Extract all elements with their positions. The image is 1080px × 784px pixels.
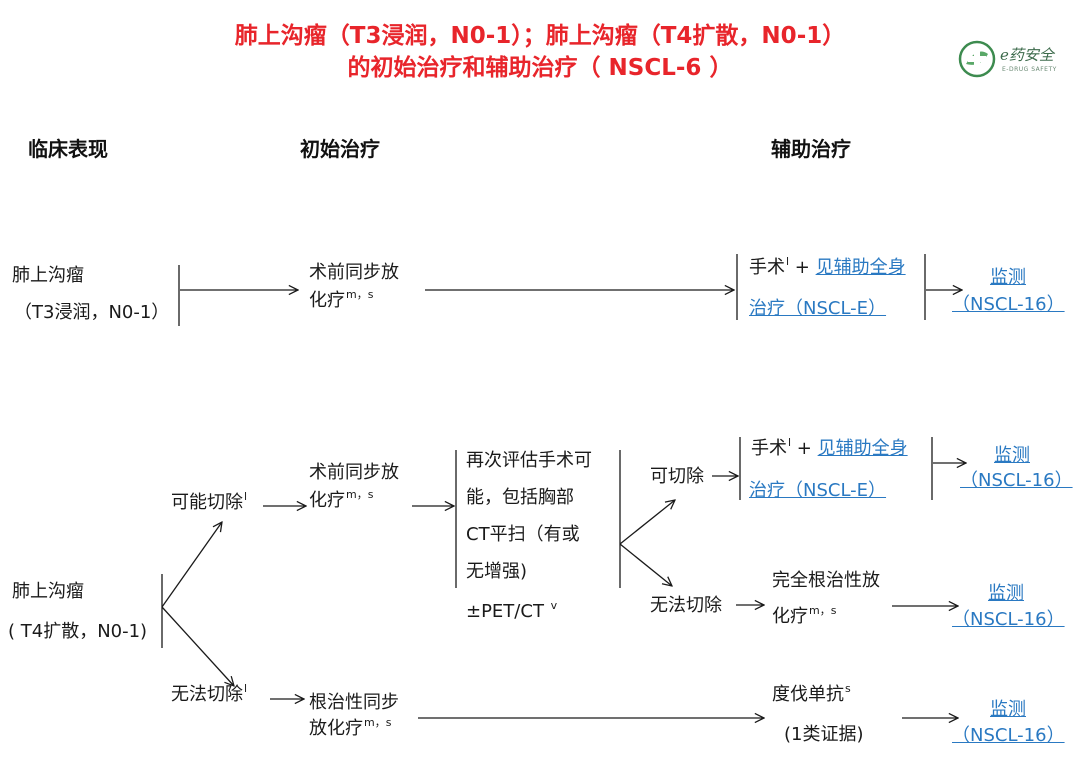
row1-monitor-link[interactable]: 监测 (990, 267, 1026, 288)
reeval-line3: CT平扫（有或 (466, 524, 580, 545)
can-resect-label: 可切除 (650, 466, 704, 487)
definitive-chemorad-line2: 放化疗m，s (309, 716, 392, 739)
cross-leaf-icon (958, 40, 996, 78)
row2-monitor1-link[interactable]: 监测 (994, 445, 1030, 466)
unresectable-label: 无法切除l (171, 682, 248, 705)
logo: e药安全 E-DRUG SAFETY (958, 40, 1070, 82)
row1-initial-line2: 化疗m，s (309, 288, 374, 311)
reeval-line5: ±PET/CT v (466, 599, 558, 622)
arrow-can-resect (619, 500, 675, 545)
row1-link-adjuvant-b[interactable]: 治疗（NSCL-E） (749, 298, 887, 319)
row1-initial-line1: 术前同步放 (309, 262, 399, 283)
row2-presentation-line2: ( T4扩散，N0-1) (8, 621, 148, 642)
row1-presentation-line2: （T3浸润，N0-1） (14, 302, 170, 323)
row2-presentation-line1: 肺上沟瘤 (12, 581, 84, 602)
definitive-chemorad-line1: 根治性同步 (309, 692, 399, 713)
row2-surgery-line: 手术l + 见辅助全身 (751, 436, 908, 459)
reeval-line4: 无增强) (466, 561, 528, 582)
row1-presentation-line1: 肺上沟瘤 (12, 265, 84, 286)
row2-initial-line2: 化疗m，s (309, 488, 374, 511)
row2-monitor2-link[interactable]: 监测 (988, 583, 1024, 604)
cannot-resect-label: 无法切除 (650, 595, 722, 616)
durvalumab-label: 度伐单抗s (772, 682, 851, 705)
row2-arrow-resectable (161, 522, 222, 608)
evidence-level: (1类证据) (784, 724, 864, 745)
row1-link-adjuvant-a[interactable]: 见辅助全身 (815, 257, 906, 278)
reeval-line1: 再次评估手术可 (466, 450, 592, 471)
header-clinical-presentation: 临床表现 (28, 137, 108, 161)
complete-chemorad-line2: 化疗m，s (772, 604, 837, 627)
row2-link-adjuvant-a[interactable]: 见辅助全身 (817, 438, 908, 459)
row2-monitor2-ref-link[interactable]: （NSCL-16） (952, 609, 1065, 630)
reeval-line2: 能，包括胸部 (466, 487, 574, 508)
page-title-line2: 的初始治疗和辅助治疗（ NSCL-6 ） (347, 55, 733, 81)
arrow-cannot-resect (619, 543, 672, 586)
complete-chemorad-line1: 完全根治性放 (772, 570, 880, 591)
row2-monitor3-ref-link[interactable]: （NSCL-16） (952, 725, 1065, 746)
row2-arrow-unresectable (161, 606, 234, 686)
row1-surgery-line: 手术l + 见辅助全身 (749, 255, 906, 278)
header-initial-treatment: 初始治疗 (300, 137, 380, 161)
row1-monitor-ref-link[interactable]: （NSCL-16） (952, 294, 1065, 315)
row2-link-adjuvant-b[interactable]: 治疗（NSCL-E） (749, 480, 887, 501)
page-title-line1: 肺上沟瘤（T3浸润，N0-1）；肺上沟瘤（T4扩散，N0-1） (234, 23, 846, 49)
logo-name: e药安全 (1000, 46, 1054, 64)
row2-initial-line1: 术前同步放 (309, 462, 399, 483)
possibly-resectable-label: 可能切除l (171, 490, 248, 513)
row2-monitor1-ref-link[interactable]: （NSCL-16） (960, 470, 1073, 491)
header-adjuvant-treatment: 辅助治疗 (771, 137, 851, 161)
logo-subtitle: E-DRUG SAFETY (1002, 66, 1057, 73)
row2-monitor3-link[interactable]: 监测 (990, 699, 1026, 720)
